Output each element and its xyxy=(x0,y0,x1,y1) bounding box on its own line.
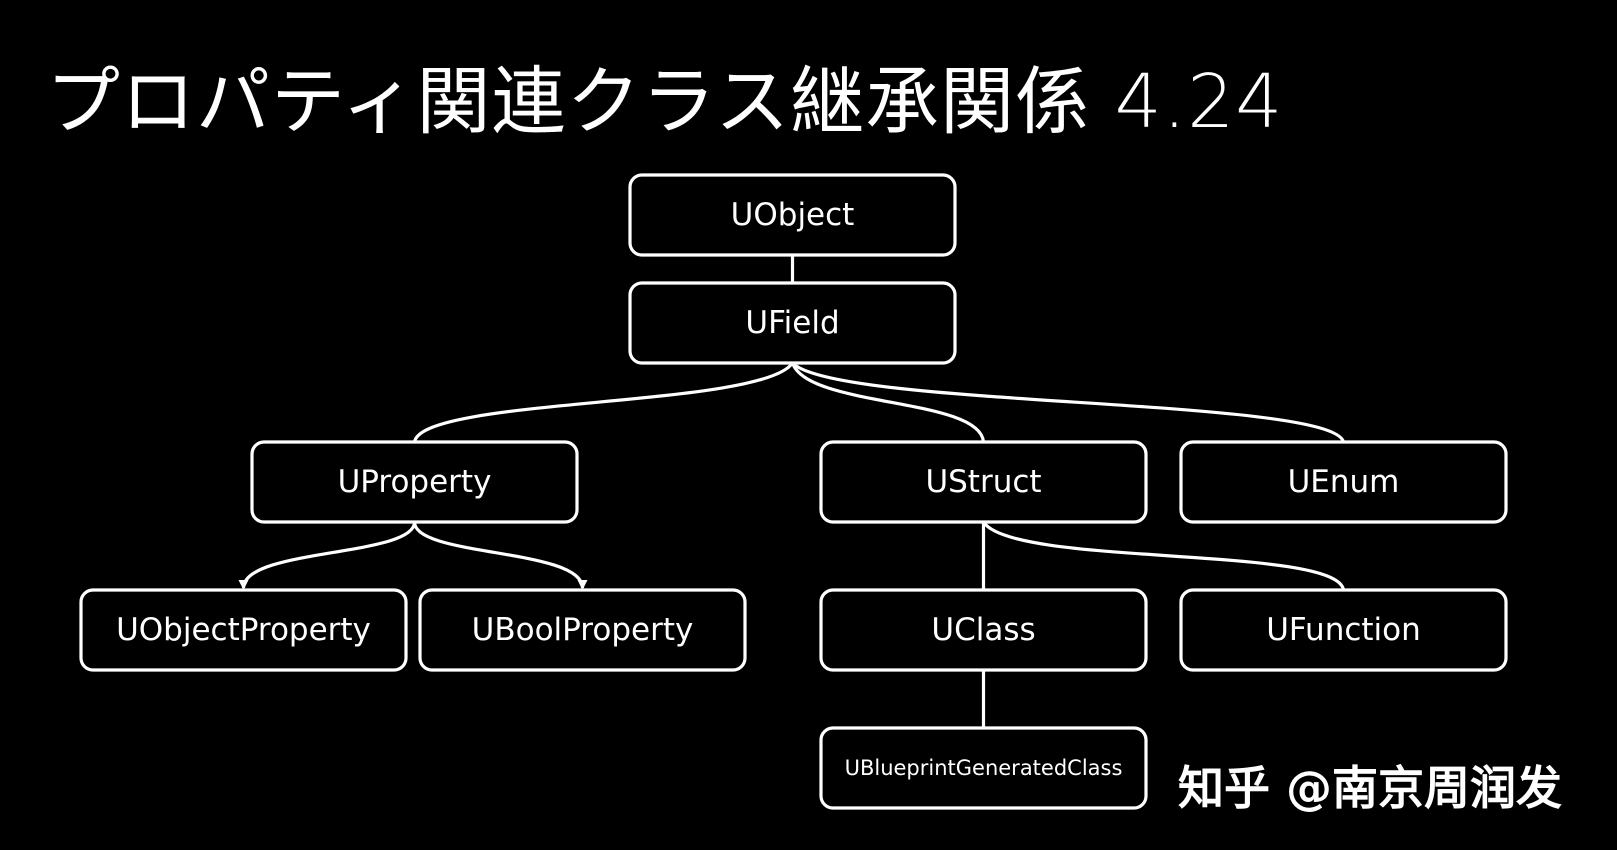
node-box xyxy=(628,281,957,365)
node-box xyxy=(819,588,1148,672)
node-uobject: UObject xyxy=(628,173,957,257)
node-ufunction: UFunction xyxy=(1179,588,1508,672)
node-box xyxy=(819,440,1148,524)
node-ustruct: UStruct xyxy=(819,440,1148,524)
node-ublueprintgeneratedclass: UBlueprintGeneratedClass xyxy=(819,726,1148,810)
node-ufield: UField xyxy=(628,281,957,365)
node-label: UObject xyxy=(731,197,855,233)
edge-ufield-to-uproperty xyxy=(412,361,794,443)
node-label: UEnum xyxy=(1288,464,1400,500)
node-label: UField xyxy=(745,305,839,341)
watermark: 知乎 @南京周润发 xyxy=(1178,761,1563,815)
edge-ustruct-to-ufunction xyxy=(982,520,1346,591)
edge-ufield-to-ustruct xyxy=(790,362,986,443)
node-label: UBlueprintGeneratedClass xyxy=(845,756,1123,780)
edge-uproperty-to-uboolproperty xyxy=(412,521,588,590)
edge-uproperty-to-uobjectproperty xyxy=(238,521,417,590)
node-box xyxy=(1179,440,1508,524)
node-label: UClass xyxy=(931,612,1035,648)
node-label: UStruct xyxy=(925,464,1041,500)
node-box xyxy=(819,726,1148,810)
node-box xyxy=(250,440,579,524)
node-label: UBoolProperty xyxy=(472,612,694,648)
node-uobjectproperty: UObjectProperty xyxy=(79,588,408,672)
node-uclass: UClass xyxy=(819,588,1148,672)
node-uproperty: UProperty xyxy=(250,440,579,524)
node-box xyxy=(79,588,408,672)
slide-title: プロパティ関連クラス継承関係 4.24 xyxy=(46,59,1284,145)
node-box xyxy=(1179,588,1508,672)
node-label: UObjectProperty xyxy=(116,612,371,648)
node-label: UFunction xyxy=(1266,612,1421,648)
edge-ufield-to-uenum xyxy=(791,361,1346,443)
node-box xyxy=(418,588,747,672)
node-label: UProperty xyxy=(338,464,492,500)
node-uenum: UEnum xyxy=(1179,440,1508,524)
node-uboolproperty: UBoolProperty xyxy=(418,588,747,672)
node-box xyxy=(628,173,957,257)
edges xyxy=(238,255,1346,728)
